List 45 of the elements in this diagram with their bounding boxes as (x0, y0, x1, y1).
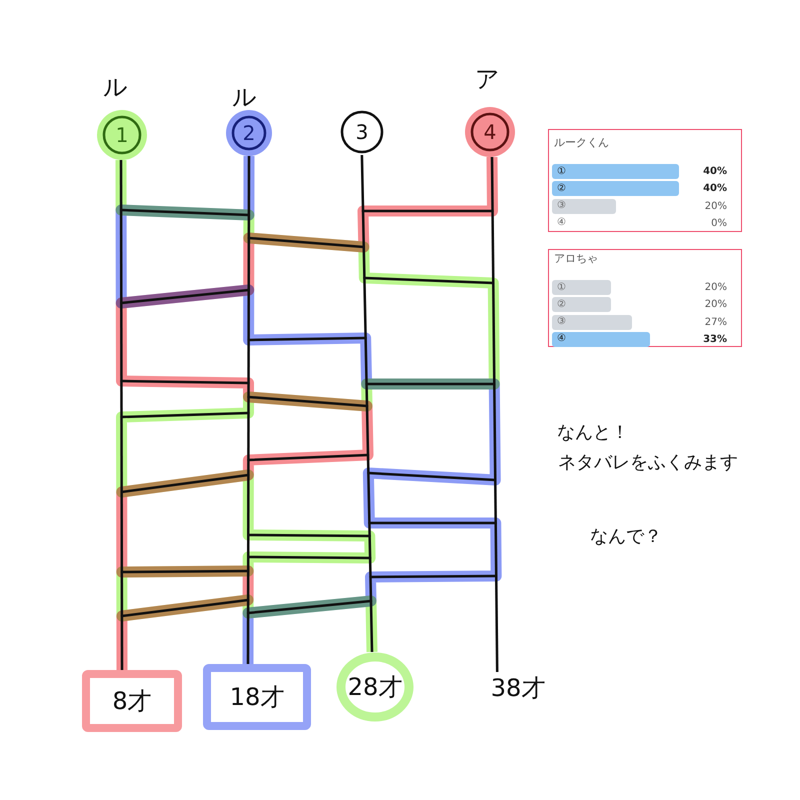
numbered-circle (226, 110, 272, 156)
ladder-line (360, 154, 374, 652)
vote-percentage: 27% (704, 316, 727, 328)
result-circle (336, 652, 414, 722)
numbered-circle (465, 107, 515, 157)
age-label: 18才 (230, 684, 284, 710)
option-number: ③ (557, 200, 566, 212)
ladder-line (246, 156, 250, 664)
ladder-line (120, 160, 124, 670)
vote-percentage: 40% (703, 166, 727, 177)
note-text: なんで？ (590, 527, 662, 547)
age-label: 38才 (482, 672, 554, 704)
vote-percentage: 20% (704, 299, 727, 310)
result-box (203, 664, 311, 730)
vote-percentage: 20% (704, 282, 727, 293)
vote-percentage: 0% (711, 218, 727, 229)
numbered-circle (339, 109, 385, 155)
circle-number: 1 (116, 124, 128, 146)
poll-title: アロちゃ (554, 253, 598, 266)
voter-initial: ア (475, 66, 500, 92)
age-label: 8才 (112, 688, 152, 714)
poll-card (548, 129, 742, 232)
vote-percentage: 40% (703, 183, 727, 194)
option-number: ④ (557, 217, 566, 228)
vote-percentage: 20% (704, 200, 727, 212)
option-number: ④ (557, 333, 566, 344)
option-number: ① (557, 282, 566, 292)
voter-initial: ル (103, 74, 128, 100)
result-box (82, 670, 182, 732)
numbered-circle (97, 110, 147, 160)
option-number: ① (557, 166, 566, 176)
option-number: ③ (557, 316, 566, 328)
circle-number: 2 (242, 122, 256, 144)
age-label: 28才 (348, 674, 402, 700)
poll-title: ルークくん (554, 137, 609, 150)
option-number: ② (557, 182, 566, 194)
poll-card (548, 249, 742, 347)
circle-number: 4 (484, 121, 496, 143)
note-text: ネタバレをふくみます (558, 453, 738, 473)
voter-initial: ル (232, 84, 257, 110)
note-text: なんと！ (557, 423, 629, 443)
ladder-line (490, 156, 498, 672)
circle-number: 3 (356, 121, 368, 143)
option-number: ② (557, 298, 566, 310)
vote-percentage: 33% (703, 334, 727, 345)
